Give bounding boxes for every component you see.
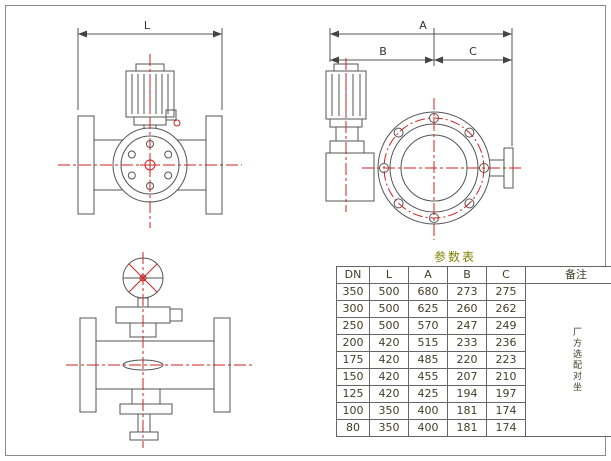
col-header-l: L	[369, 266, 409, 284]
cell-c: 249	[486, 317, 526, 335]
table-row: 100 350 400 181 174	[336, 402, 611, 420]
cell-c: 223	[486, 351, 526, 369]
side-view: A B C	[325, 19, 524, 240]
table-row: 175 420 485 220 223	[336, 351, 611, 369]
three-way-view	[66, 252, 252, 448]
cell-a: 625	[408, 300, 448, 318]
col-header-a: A	[408, 266, 448, 284]
cell-c: 210	[486, 368, 526, 386]
cell-a: 680	[408, 283, 448, 301]
threeway-centerlines	[66, 252, 252, 448]
col-header-remark: 备注	[525, 266, 611, 284]
cell-b: 260	[447, 300, 487, 318]
cell-dn: 350	[336, 283, 370, 301]
cell-l: 500	[369, 283, 409, 301]
table-row: 80 350 400 181 174	[336, 419, 611, 437]
cell-l: 420	[369, 351, 409, 369]
cell-l: 420	[369, 368, 409, 386]
cell-c: 174	[486, 419, 526, 437]
cell-c: 262	[486, 300, 526, 318]
col-header-dn: DN	[336, 266, 370, 284]
cell-l: 500	[369, 300, 409, 318]
table-row: 200 420 515 233 236	[336, 334, 611, 352]
parameter-table: DN L A B C 备注 350 500 680 273 275 厂方选配对坐…	[336, 266, 611, 437]
cell-a: 400	[408, 419, 448, 437]
dim-label-b: B	[379, 45, 387, 58]
cell-dn: 250	[336, 317, 370, 335]
cell-b: 220	[447, 351, 487, 369]
cell-b: 181	[447, 419, 487, 437]
cell-b: 273	[447, 283, 487, 301]
cell-dn: 125	[336, 385, 370, 403]
cell-b: 194	[447, 385, 487, 403]
motor-actuator-icon	[125, 63, 181, 134]
dim-label-c: C	[469, 45, 477, 58]
front-view: L	[58, 19, 242, 228]
cell-c: 236	[486, 334, 526, 352]
table-row: 125 420 425 194 197	[336, 385, 611, 403]
cell-l: 500	[369, 317, 409, 335]
cell-dn: 80	[336, 419, 370, 437]
cell-b: 207	[447, 368, 487, 386]
cell-dn: 300	[336, 300, 370, 318]
cell-l: 350	[369, 419, 409, 437]
cell-dn: 150	[336, 368, 370, 386]
dim-label-l: L	[144, 19, 151, 32]
cell-l: 420	[369, 385, 409, 403]
cell-a: 455	[408, 368, 448, 386]
cell-c: 174	[486, 402, 526, 420]
cell-c: 197	[486, 385, 526, 403]
cell-l: 350	[369, 402, 409, 420]
gearbox	[115, 297, 183, 338]
valve-body-threeway	[79, 317, 231, 441]
table-title: 参数表	[433, 250, 476, 264]
cell-b: 181	[447, 402, 487, 420]
cell-dn: 200	[336, 334, 370, 352]
cell-b: 233	[447, 334, 487, 352]
cell-b: 247	[447, 317, 487, 335]
sheet-border	[5, 5, 606, 456]
cell-l: 420	[369, 334, 409, 352]
cell-a: 425	[408, 385, 448, 403]
remark-cell: 厂方选配对坐	[525, 283, 611, 437]
table-header-row: DN L A B C 备注	[336, 266, 611, 284]
cell-dn: 100	[336, 402, 370, 420]
cell-a: 515	[408, 334, 448, 352]
side-view-centerlines	[345, 58, 524, 240]
cell-a: 485	[408, 351, 448, 369]
front-view-centerlines	[58, 54, 242, 228]
col-header-b: B	[447, 266, 487, 284]
side-motor-actuator-icon	[325, 63, 375, 202]
cell-dn: 175	[336, 351, 370, 369]
dim-label-a: A	[419, 19, 427, 32]
cell-a: 400	[408, 402, 448, 420]
col-header-c: C	[486, 266, 526, 284]
cell-c: 275	[486, 283, 526, 301]
table-row: 350 500 680 273 275 厂方选配对坐	[336, 283, 611, 437]
cell-a: 570	[408, 317, 448, 335]
